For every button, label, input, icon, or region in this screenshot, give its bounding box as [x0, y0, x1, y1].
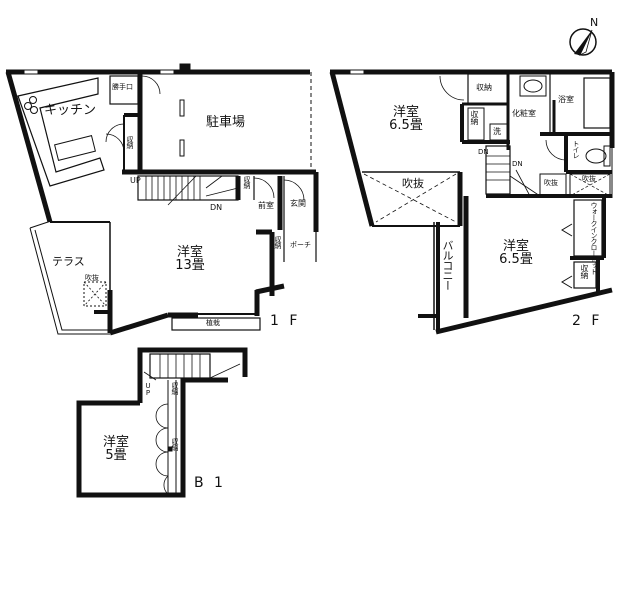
room-western-2f-b-size: 6.5畳 — [499, 252, 533, 267]
room-storage-b1-1: 収納 — [171, 382, 179, 394]
room-western-2f-b: 洋室 6.5畳 — [494, 240, 538, 266]
room-western-2f-a: 洋室 6.5畳 — [384, 106, 428, 132]
room-western-13-size: 13畳 — [175, 258, 205, 273]
room-back-door: 勝手口 — [112, 83, 133, 91]
room-western-b1-size: 5畳 — [105, 448, 127, 463]
room-storage-entrance: 収納 — [274, 236, 282, 248]
room-toilet: トイレ — [572, 140, 580, 158]
room-laundry: 洗 — [493, 127, 501, 136]
room-balcony: バルコニー — [441, 240, 454, 290]
room-western-2f-a-name: 洋室 — [392, 105, 419, 120]
room-terrace: テラス — [52, 255, 85, 268]
room-western-b1-name: 洋室 — [102, 435, 129, 450]
room-western-13: 洋室 13畳 — [168, 246, 212, 272]
stairs-2f-down-2: DN — [512, 160, 523, 168]
terrace-void-label: 吹抜 — [85, 274, 99, 282]
room-vanity: 化粧室 — [512, 109, 536, 118]
room-western-13-name: 洋室 — [176, 245, 203, 260]
stairs-2f-down-1: DN — [478, 148, 489, 156]
room-walk-in-closet: ウォークインクローゼット — [590, 202, 598, 274]
room-storage-b1-2: 収納 — [171, 438, 179, 450]
stairs-b1-up: UP — [144, 382, 152, 396]
room-storage-2f-b: 収納 — [580, 264, 589, 278]
void-2f-small-1: 吹抜 — [544, 179, 558, 187]
room-storage-2f-a1: 収納 — [476, 83, 492, 92]
stairs-down-label: DN — [210, 203, 223, 212]
floor-label-2f: 2 F — [572, 313, 603, 329]
room-storage-2f-a2: 収納 — [470, 110, 479, 124]
room-western-2f-b-name: 洋室 — [502, 239, 529, 254]
room-western-b1: 洋室 5畳 — [96, 436, 136, 462]
floor-1f-walls — [5, 63, 319, 336]
room-parking: 駐車場 — [206, 115, 246, 130]
room-entrance: 玄関 — [290, 199, 306, 208]
floor-b1-walls — [76, 347, 248, 498]
room-bathroom: 浴室 — [558, 95, 574, 104]
room-western-2f-a-size: 6.5畳 — [389, 118, 423, 133]
planting-label: 植栽 — [206, 319, 220, 327]
floor-2f-walls — [329, 69, 615, 335]
north-arrow-icon — [569, 28, 597, 56]
stairs-up-label: UP — [130, 176, 141, 185]
room-storage-kitchen: 収納 — [126, 136, 134, 148]
room-storage-stairs: 収納 — [243, 176, 251, 188]
room-porch: ポーチ — [290, 241, 311, 249]
compass-north-label: N — [590, 16, 599, 29]
floor-label-1f: 1 F — [270, 313, 301, 329]
void-2f-small-2: 吹抜 — [582, 175, 596, 183]
void-2f-main: 吹抜 — [402, 177, 424, 190]
room-anteroom: 前室 — [258, 201, 274, 210]
floor-label-b1: B 1 — [194, 475, 226, 491]
room-kitchen: キッチン — [44, 103, 97, 118]
